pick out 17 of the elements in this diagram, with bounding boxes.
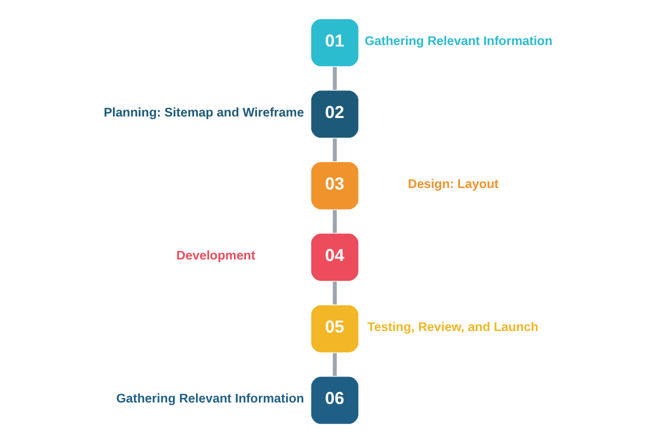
node-box: 06 — [310, 376, 358, 424]
connector — [332, 67, 336, 90]
connector — [332, 138, 336, 162]
node-box: 05 — [310, 305, 358, 352]
node-box: 03 — [310, 162, 358, 210]
node-label: Design: Layout — [407, 176, 498, 191]
node-box: 01 — [310, 19, 358, 66]
node-label: Testing, Review, and Launch — [366, 320, 538, 334]
node-label: Planning: Sitemap and Wireframe — [103, 105, 304, 120]
node-label: Development — [176, 248, 255, 262]
connector — [332, 210, 336, 233]
connector — [332, 282, 336, 304]
node-label: Gathering Relevant Information — [364, 34, 552, 48]
node-label: Gathering Relevant Information — [116, 392, 304, 406]
connector — [332, 353, 336, 376]
node-box: 04 — [310, 234, 358, 281]
node-box: 02 — [310, 90, 358, 138]
